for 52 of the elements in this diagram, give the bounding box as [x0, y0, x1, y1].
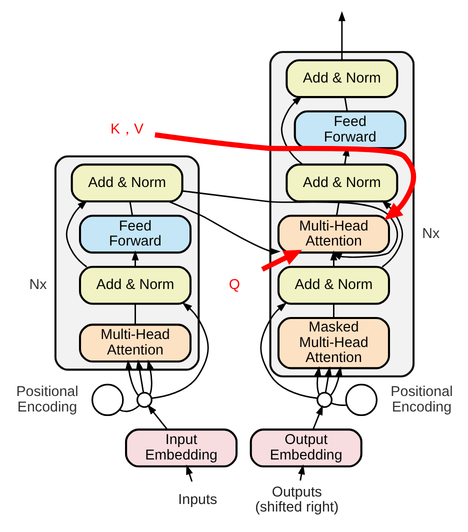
node-box: Output Embedding	[249, 428, 362, 468]
arrow	[146, 404, 168, 430]
node-box: Masked Multi-Head Attention	[276, 317, 390, 370]
node-text: Q	[228, 277, 240, 294]
arrow	[329, 366, 342, 396]
node-text: Outputs (shifted right)	[254, 484, 338, 516]
node-box: Input Embedding	[124, 428, 238, 468]
arrow	[146, 360, 154, 396]
arrow	[280, 96, 303, 166]
arrow	[338, 11, 345, 60]
connector	[335, 201, 340, 216]
connector	[344, 96, 348, 112]
node-text: Inputs	[178, 492, 217, 508]
node-box: Add & Norm	[285, 59, 398, 98]
connector	[330, 402, 346, 406]
arrow	[381, 200, 403, 268]
node-box: Add & Norm	[276, 266, 390, 305]
arrow	[314, 366, 321, 396]
node-text: K，V	[110, 122, 144, 138]
connector	[118, 404, 140, 412]
node-box: Add & Norm	[78, 266, 192, 305]
node-label: Positional Encoding	[390, 384, 452, 416]
arrow	[136, 359, 144, 393]
arrow	[260, 302, 318, 399]
node-box: Multi-Head Attention	[276, 214, 390, 254]
connector	[134, 304, 136, 324]
node-circle	[90, 384, 124, 416]
arrow	[154, 132, 416, 220]
node-box: Feed Forward	[78, 214, 192, 254]
arrow	[330, 250, 337, 267]
arrow	[168, 200, 280, 256]
arrow	[260, 250, 302, 272]
arrow	[298, 464, 304, 481]
connector	[128, 201, 133, 216]
arrow	[312, 404, 322, 430]
arrow	[324, 366, 332, 393]
node-label: Nx	[422, 226, 440, 242]
connector	[332, 304, 334, 318]
node-box: Multi-Head Attention	[78, 324, 192, 363]
node-circle	[136, 392, 152, 408]
node-label: Positional Encoding	[16, 384, 78, 416]
arrow	[186, 464, 192, 482]
arrow	[150, 302, 208, 399]
node-box: Add & Norm	[285, 164, 398, 202]
node-box: Feed Forward	[293, 110, 406, 150]
arrow	[131, 250, 138, 267]
arrow	[124, 360, 139, 396]
node-circle	[316, 392, 332, 408]
arrow	[65, 200, 87, 268]
node-circle	[344, 384, 378, 416]
node-box: Add & Norm	[70, 164, 183, 202]
arrow	[182, 190, 398, 260]
